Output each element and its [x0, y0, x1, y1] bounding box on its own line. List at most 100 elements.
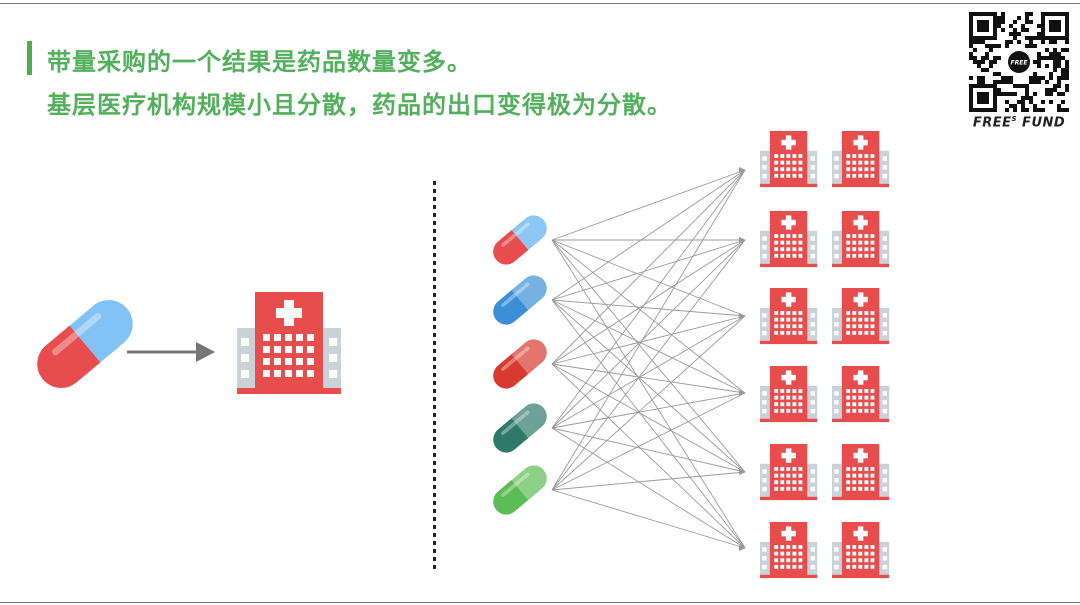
right-pill-icon-5 [493, 465, 547, 515]
divider-dot [433, 405, 436, 409]
qr-badge-text: FREE [1011, 60, 1029, 67]
divider-dot [433, 365, 436, 369]
connection-line [551, 239, 746, 317]
connection-line [551, 363, 746, 394]
arrowhead-icon [739, 469, 746, 475]
connection-line [551, 315, 746, 429]
divider-dot [433, 325, 436, 329]
arrowhead-icon [739, 313, 746, 319]
connection-line [551, 239, 746, 473]
diagram-shapes [37, 131, 890, 579]
left-pill-icon [37, 300, 133, 388]
divider-dot [433, 397, 436, 401]
divider-dot [433, 189, 436, 193]
qr-center-badge [1008, 51, 1030, 73]
divider-dot [433, 509, 436, 513]
connection-line [551, 239, 746, 491]
divider-dot [433, 549, 436, 553]
divider-dot [433, 525, 436, 529]
divider-dot [433, 269, 436, 273]
divider-dot [433, 517, 436, 521]
arrowhead-icon [739, 390, 746, 396]
connection-line [551, 239, 746, 549]
hospital-icon-3-1 [760, 288, 818, 345]
connection-line [551, 239, 746, 365]
title-accent-bar [27, 41, 32, 75]
left-hospital-icon [237, 292, 341, 394]
hospital-icon-6-2 [832, 522, 890, 579]
hospital-icon-4-2 [832, 366, 890, 423]
divider-dot [433, 349, 436, 353]
connection-line [551, 239, 746, 429]
brand-label: FREES FUND [969, 115, 1069, 130]
title-line-2: 基层医疗机构规模小且分散，药品的出口变得极为分散。 [47, 91, 672, 119]
divider-dot [433, 357, 436, 361]
hospital-icon-5-1 [760, 444, 818, 501]
brand-suffix: FUND [1017, 115, 1066, 131]
right-pill-icon-2 [493, 275, 547, 325]
connection-line [551, 427, 746, 473]
divider-dot [433, 501, 436, 505]
divider-dot [433, 493, 436, 497]
brand-name: FREE [972, 115, 1012, 131]
right-pill-icon-3 [493, 339, 547, 389]
divider-dot [433, 237, 436, 241]
divider-dot [433, 373, 436, 377]
arrow-head-icon [196, 342, 215, 362]
connection-line [551, 315, 746, 365]
connection-line [551, 489, 746, 549]
divider-dotted-line [433, 181, 436, 569]
divider-dot [433, 221, 436, 225]
right-pill-icon-4 [493, 403, 547, 453]
divider-dot [433, 181, 436, 185]
connection-line [551, 392, 746, 491]
connection-line [551, 169, 746, 301]
title-line-1: 带量采购的一个结果是药品数量变多。 [47, 48, 472, 76]
connection-line [551, 169, 746, 365]
connection-lines [551, 167, 746, 551]
divider-dot [433, 245, 436, 249]
divider-dot [433, 421, 436, 425]
connection-line [551, 299, 746, 394]
connection-line [551, 471, 746, 491]
divider-dot [433, 453, 436, 457]
divider-dot [433, 317, 436, 321]
connection-line [551, 299, 746, 317]
divider-dot [433, 389, 436, 393]
qr-code-block: FREE FREES FUND [969, 12, 1069, 137]
divider-dot [433, 413, 436, 417]
divider-dot [433, 277, 436, 281]
divider-dot [433, 557, 436, 561]
connection-line [551, 392, 746, 429]
connection-line [551, 169, 746, 241]
bottom-rule [0, 602, 1080, 603]
connection-line [551, 299, 746, 473]
connection-line [551, 363, 746, 549]
divider-dot [433, 341, 436, 345]
divider-dot [433, 293, 436, 297]
hospital-icon-2-2 [832, 211, 890, 268]
divider-dot [433, 445, 436, 449]
divider-dot [433, 229, 436, 233]
connection-line [551, 239, 746, 394]
hospital-icon-6-1 [760, 522, 818, 579]
hospital-icon-3-2 [832, 288, 890, 345]
connection-line [551, 363, 746, 473]
hospital-icon-5-2 [832, 444, 890, 501]
divider-dot [433, 485, 436, 489]
divider-dot [433, 429, 436, 433]
hospital-icon-4-1 [760, 366, 818, 423]
divider-dot [433, 477, 436, 481]
divider-dot [433, 285, 436, 289]
connection-line [551, 299, 746, 549]
connection-line [551, 169, 746, 429]
right-pill-icon-1 [493, 215, 547, 265]
qr-code-icon: FREE [969, 12, 1069, 112]
connection-line [551, 239, 746, 301]
brand-sup: S [1011, 115, 1018, 123]
hospital-icon-1-1 [760, 131, 818, 188]
divider-dot [433, 381, 436, 385]
divider-dot [433, 205, 436, 209]
divider-dot [433, 541, 436, 545]
divider-dot [433, 437, 436, 441]
